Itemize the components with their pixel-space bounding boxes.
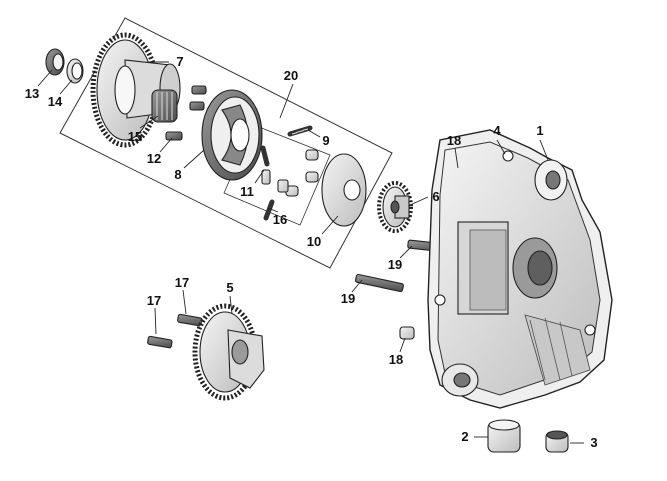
needle-bearing-part-15 xyxy=(151,89,178,123)
crankcase-part-1 xyxy=(427,129,613,409)
bolt-part-19-lower xyxy=(354,273,404,293)
collar-part-3 xyxy=(545,430,569,453)
bolt-small-a xyxy=(191,85,207,95)
label-part-1: 1 xyxy=(536,123,543,138)
label-part-8: 8 xyxy=(174,167,181,182)
label-part-7: 7 xyxy=(176,54,183,69)
callout-labels: 1 2 3 4 5 6 7 8 9 10 11 12 13 14 15 16 1… xyxy=(25,54,598,450)
label-part-12: 12 xyxy=(147,151,161,166)
label-part-17-left: 17 xyxy=(147,293,161,308)
assembly-group-frame xyxy=(59,17,393,269)
bushing-part-2 xyxy=(487,419,521,453)
label-part-9: 9 xyxy=(322,133,329,148)
label-part-11: 11 xyxy=(240,184,254,199)
label-part-19-upper: 19 xyxy=(388,257,402,272)
small-gear-part-6 xyxy=(377,181,413,233)
spring-part-16 xyxy=(263,179,289,221)
bolt-part-17-right xyxy=(177,313,203,327)
bolt-part-12 xyxy=(165,131,183,141)
roller-a xyxy=(305,149,319,161)
washer-part-14 xyxy=(66,58,84,84)
dowel-pin-part-18-lower xyxy=(399,326,415,340)
label-part-14: 14 xyxy=(48,94,63,109)
bolt-small-b xyxy=(189,101,205,111)
spring-part-11 xyxy=(260,145,271,185)
spring-part-9 xyxy=(287,125,313,137)
locknut-part-13 xyxy=(45,48,65,76)
roller-b xyxy=(305,171,319,183)
one-way-clutch-part-8 xyxy=(201,89,263,181)
label-part-6: 6 xyxy=(432,189,439,204)
label-part-15: 15 xyxy=(128,129,142,144)
label-part-4: 4 xyxy=(493,123,501,138)
plate-part-10 xyxy=(321,153,367,227)
label-part-19-lower: 19 xyxy=(341,291,355,306)
label-part-18-upper: 18 xyxy=(447,133,461,148)
label-part-17-right: 17 xyxy=(175,275,189,290)
oil-pump-gear-part-5 xyxy=(192,303,265,401)
label-part-5: 5 xyxy=(226,280,233,295)
label-part-3: 3 xyxy=(590,435,597,450)
label-part-10: 10 xyxy=(307,234,321,249)
bolt-part-17-left xyxy=(147,335,173,349)
label-part-18-lower: 18 xyxy=(389,352,403,367)
label-part-2: 2 xyxy=(461,429,468,444)
label-part-16: 16 xyxy=(273,212,287,227)
label-part-20: 20 xyxy=(284,68,298,83)
label-part-13: 13 xyxy=(25,86,39,101)
leader-lines xyxy=(37,61,584,444)
